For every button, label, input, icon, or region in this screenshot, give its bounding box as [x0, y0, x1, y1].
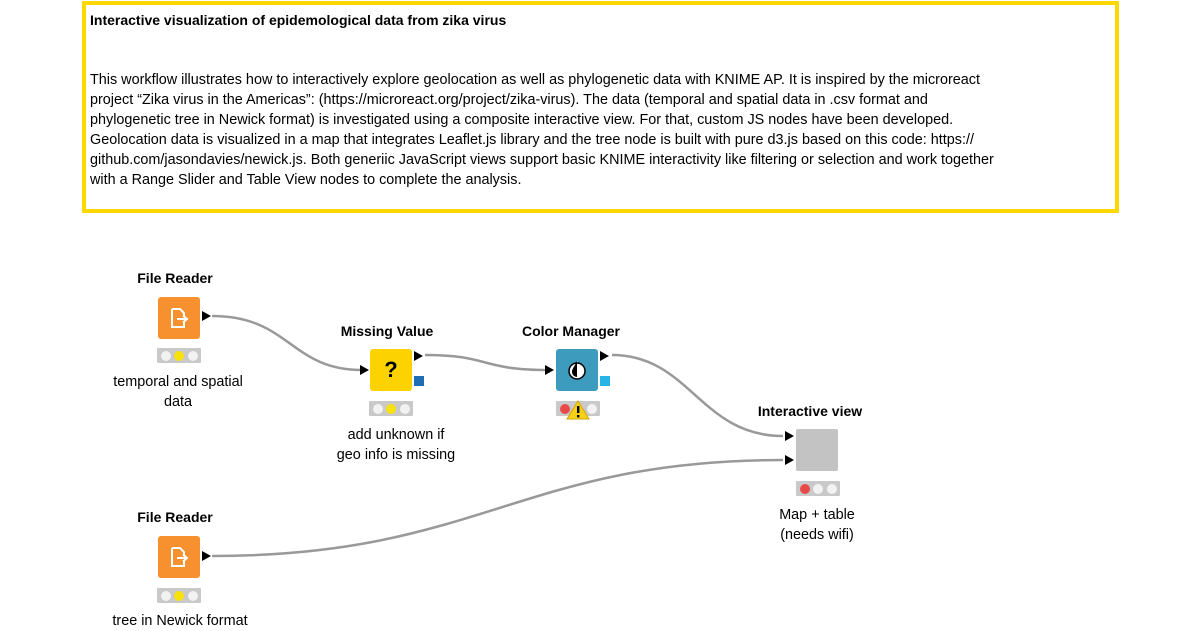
node-file-reader-2[interactable]: [158, 536, 200, 578]
connection-reader2-view[interactable]: [211, 458, 784, 558]
status-traffic-light: [157, 588, 201, 603]
node-color-manager[interactable]: [556, 349, 598, 391]
node-title-interactive-view[interactable]: Interactive view: [757, 403, 863, 419]
node-interactive-view[interactable]: [796, 429, 838, 471]
annotation-line: phylogenetic tree in Newick format) is i…: [90, 112, 954, 128]
input-port[interactable]: [545, 365, 554, 375]
node-label-file-reader-2[interactable]: tree in Newick format: [112, 613, 248, 629]
output-port[interactable]: [202, 311, 211, 321]
annotation-line: with a Range Slider and Table View nodes…: [90, 172, 522, 188]
node-label-missing-value[interactable]: add unknown if geo info is missing: [336, 427, 456, 463]
node-label-file-reader-1[interactable]: temporal and spatial data: [113, 374, 243, 410]
node-title-file-reader-1[interactable]: File Reader: [137, 270, 213, 286]
connection-missing-color[interactable]: [424, 353, 549, 372]
input-port[interactable]: [360, 365, 369, 375]
annotation-body: This workflow illustrates how to interac…: [90, 70, 1110, 190]
connection-color-view[interactable]: [611, 353, 784, 438]
annotation-title: Interactive visualization of epidemologi…: [90, 12, 507, 28]
annotation-line: project “Zika virus in the Americas”: (h…: [90, 92, 928, 108]
connection-reader1-missing[interactable]: [211, 314, 363, 372]
annotation-line: Geolocation data is visualized in a map …: [90, 132, 974, 148]
status-traffic-light: [369, 401, 413, 416]
node-label-interactive-view[interactable]: Map + table (needs wifi): [779, 507, 855, 543]
status-traffic-light: [796, 481, 840, 496]
node-title-file-reader-2[interactable]: File Reader: [137, 509, 213, 525]
node-missing-value[interactable]: ?: [370, 349, 412, 391]
file-import-icon: [171, 547, 189, 567]
status-traffic-light: [157, 348, 201, 363]
output-port[interactable]: [600, 351, 609, 361]
model-output-port[interactable]: [414, 376, 424, 386]
annotation-line: github.com/jasondavies/newick.js. Both g…: [90, 152, 994, 168]
output-port[interactable]: [414, 351, 423, 361]
node-title-missing-value[interactable]: Missing Value: [340, 323, 434, 339]
file-import-icon: [171, 308, 189, 328]
warning-icon[interactable]: [566, 400, 590, 420]
output-port[interactable]: [202, 551, 211, 561]
color-drop-icon: [568, 361, 586, 380]
node-file-reader-1[interactable]: [158, 297, 200, 339]
annotation-line: This workflow illustrates how to interac…: [90, 72, 980, 88]
color-model-output-port[interactable]: [600, 376, 610, 386]
node-title-color-manager[interactable]: Color Manager: [521, 323, 621, 339]
question-mark-icon: ?: [384, 357, 398, 382]
input-port-2[interactable]: [785, 455, 794, 465]
input-port-1[interactable]: [785, 431, 794, 441]
workflow-annotation[interactable]: Interactive visualization of epidemologi…: [82, 1, 1119, 213]
